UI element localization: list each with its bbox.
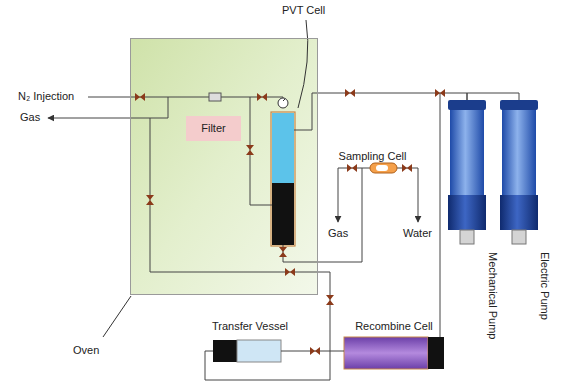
recombine-nozzle bbox=[340, 351, 344, 352]
recombine-cell: Recombine Cell bbox=[340, 318, 448, 372]
pipe-connector bbox=[467, 93, 519, 100]
pump-handle bbox=[512, 230, 526, 244]
vessel-drawing bbox=[210, 338, 290, 364]
transfer-vessel: Transfer Vessel bbox=[210, 318, 290, 364]
part-name: PVT Cell bbox=[282, 4, 325, 17]
pump-base bbox=[448, 195, 486, 230]
valve bbox=[279, 247, 287, 257]
pump-cap bbox=[448, 100, 486, 110]
filter-symbol bbox=[209, 93, 221, 101]
outlet-label: Gas bbox=[20, 111, 40, 124]
node-label: Recombine Cell bbox=[340, 320, 448, 333]
pump-body bbox=[450, 110, 484, 195]
valve bbox=[435, 89, 445, 97]
pump-base bbox=[500, 195, 538, 230]
pump-cylinder bbox=[500, 100, 538, 250]
top-pipe bbox=[294, 93, 440, 130]
leader-line bbox=[298, 20, 308, 108]
pump-cap bbox=[500, 100, 538, 110]
recombine-chamber bbox=[344, 337, 428, 369]
valve bbox=[246, 145, 254, 155]
valve bbox=[402, 164, 412, 172]
n2-pipe bbox=[88, 97, 283, 98]
filter-box: Filter bbox=[186, 116, 241, 141]
valve bbox=[285, 268, 295, 276]
pvt-cell-fluid bbox=[272, 113, 294, 183]
recombine-piston bbox=[428, 337, 444, 369]
sampling-inlet-pipe bbox=[283, 168, 362, 262]
oven-box: OvenFilter bbox=[130, 38, 318, 295]
loop-pipe bbox=[150, 118, 330, 380]
pump-handle bbox=[460, 230, 474, 244]
valve bbox=[326, 295, 334, 305]
oven-pipe bbox=[250, 97, 272, 205]
capsule-window bbox=[376, 165, 388, 171]
node-label: Filter bbox=[201, 122, 225, 135]
node-label: Transfer Vessel bbox=[210, 320, 290, 333]
pvt-cell-outline bbox=[271, 112, 295, 246]
node-label: Sampling Cell bbox=[335, 150, 410, 163]
oven-fill bbox=[130, 38, 318, 295]
vessel-piston bbox=[213, 340, 237, 362]
inlet-label: N₂ Injection bbox=[18, 90, 74, 103]
outlet-label: Gas bbox=[328, 227, 348, 240]
pressure-gauge bbox=[278, 98, 288, 108]
valve bbox=[257, 93, 267, 101]
valve bbox=[347, 164, 357, 172]
vessel-chamber bbox=[237, 340, 281, 362]
sampling-cell: Sampling Cell bbox=[335, 150, 410, 178]
valve bbox=[345, 89, 355, 97]
recombine-nozzle bbox=[440, 318, 441, 337]
water-outlet-pipe bbox=[397, 168, 418, 222]
pvt-cell-piston bbox=[272, 183, 294, 245]
pump-cylinder bbox=[448, 100, 486, 250]
gauge-needle bbox=[283, 99, 285, 101]
capsule-body bbox=[370, 163, 397, 173]
leader-line bbox=[103, 296, 131, 337]
outlet-label: Water bbox=[403, 227, 432, 240]
pump: Electric Pump bbox=[500, 100, 552, 350]
node-label: Mechanical Pump bbox=[486, 252, 499, 348]
vessel-nozzle bbox=[281, 351, 290, 352]
node-label: Oven bbox=[73, 344, 99, 357]
valve bbox=[310, 347, 320, 355]
gas-outlet-pipe bbox=[338, 168, 339, 222]
pump-body bbox=[502, 110, 536, 195]
pump: Mechanical Pump bbox=[448, 100, 498, 350]
valve bbox=[135, 93, 145, 101]
node-label: Electric Pump bbox=[538, 252, 551, 348]
valve bbox=[146, 195, 154, 205]
